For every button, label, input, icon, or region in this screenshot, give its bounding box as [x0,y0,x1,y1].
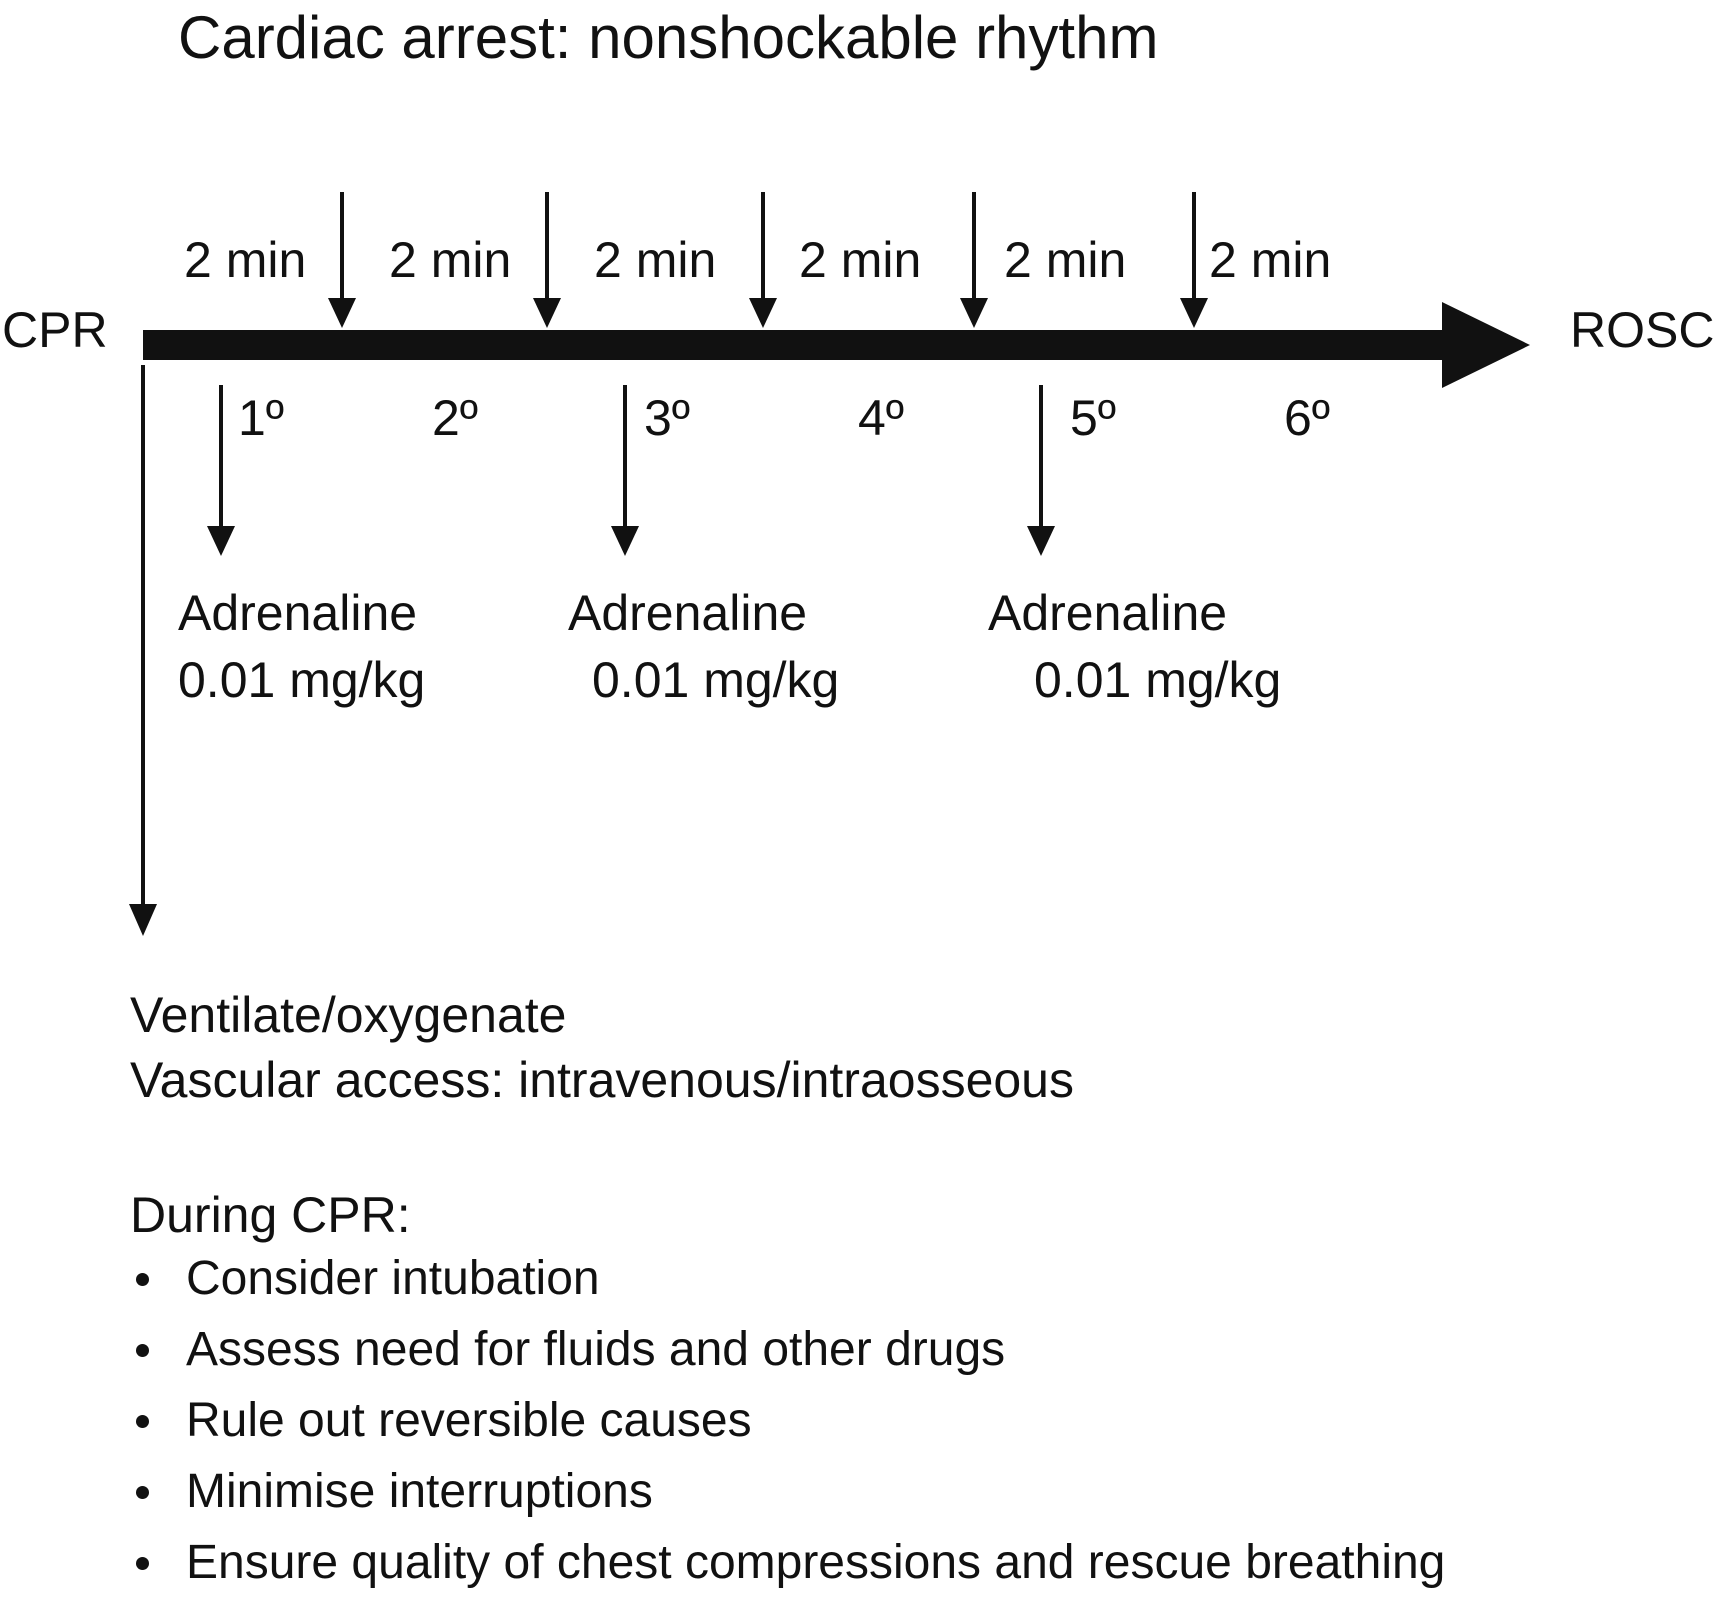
start-label: CPR [2,302,108,358]
drug-name: Adrenaline [988,585,1228,641]
list-item-text: Consider intubation [186,1252,600,1305]
interval-label: 2 min [1209,232,1332,288]
cpr-actions-arrow [129,365,157,936]
list-item: Rule out reversible causes [130,1397,1445,1468]
list-item: Consider intubation [130,1255,1445,1326]
cycle-label: 1º [238,390,285,446]
action-ventilate: Ventilate/oxygenate [130,987,567,1043]
interval-label: 2 min [389,232,512,288]
bullet-icon [136,1344,149,1357]
bullet-icon [136,1415,149,1428]
interval-check-arrow [749,192,777,328]
interval-label: 2 min [799,232,922,288]
list-item: Ensure quality of chest compressions and… [130,1539,1445,1610]
cycle-label: 6º [1284,390,1331,446]
list-item-text: Minimise interruptions [186,1465,653,1518]
end-label: ROSC [1570,302,1715,358]
interval-label: 2 min [184,232,307,288]
list-item-text: Ensure quality of chest compressions and… [186,1536,1446,1589]
drug-dose: 0.01 mg/kg [178,652,426,708]
list-item: Assess need for fluids and other drugs [130,1326,1445,1397]
cycle-label: 2º [432,390,479,446]
adrenaline-arrow [1027,385,1055,556]
drug-name: Adrenaline [178,585,418,641]
timeline-arrow-shaft [143,330,1453,360]
timeline-arrow-head [1442,302,1530,388]
list-item-text: Rule out reversible causes [186,1394,752,1447]
cycle-label: 5º [1070,390,1117,446]
interval-label: 2 min [594,232,717,288]
drug-name: Adrenaline [568,585,808,641]
list-item: Minimise interruptions [130,1468,1445,1539]
cycle-label: 4º [858,390,905,446]
interval-check-arrow [328,192,356,328]
drug-dose: 0.01 mg/kg [592,652,840,708]
interval-label: 2 min [1004,232,1127,288]
interval-check-arrow [960,192,988,328]
action-vascular-access: Vascular access: intravenous/intraosseou… [130,1052,1074,1108]
during-cpr-list: Consider intubation Assess need for flui… [130,1255,1445,1610]
drug-dose: 0.01 mg/kg [1034,652,1282,708]
during-cpr-heading: During CPR: [130,1187,411,1243]
list-item-text: Assess need for fluids and other drugs [186,1323,1006,1376]
cycle-label: 3º [644,390,691,446]
diagram-title: Cardiac arrest: nonshockable rhythm [178,4,1159,71]
interval-check-arrow [533,192,561,328]
bullet-icon [136,1273,149,1286]
adrenaline-arrow [611,385,639,556]
bullet-icon [136,1557,149,1570]
bullet-icon [136,1486,149,1499]
interval-check-arrow [1180,192,1208,328]
adrenaline-arrow [207,385,235,556]
